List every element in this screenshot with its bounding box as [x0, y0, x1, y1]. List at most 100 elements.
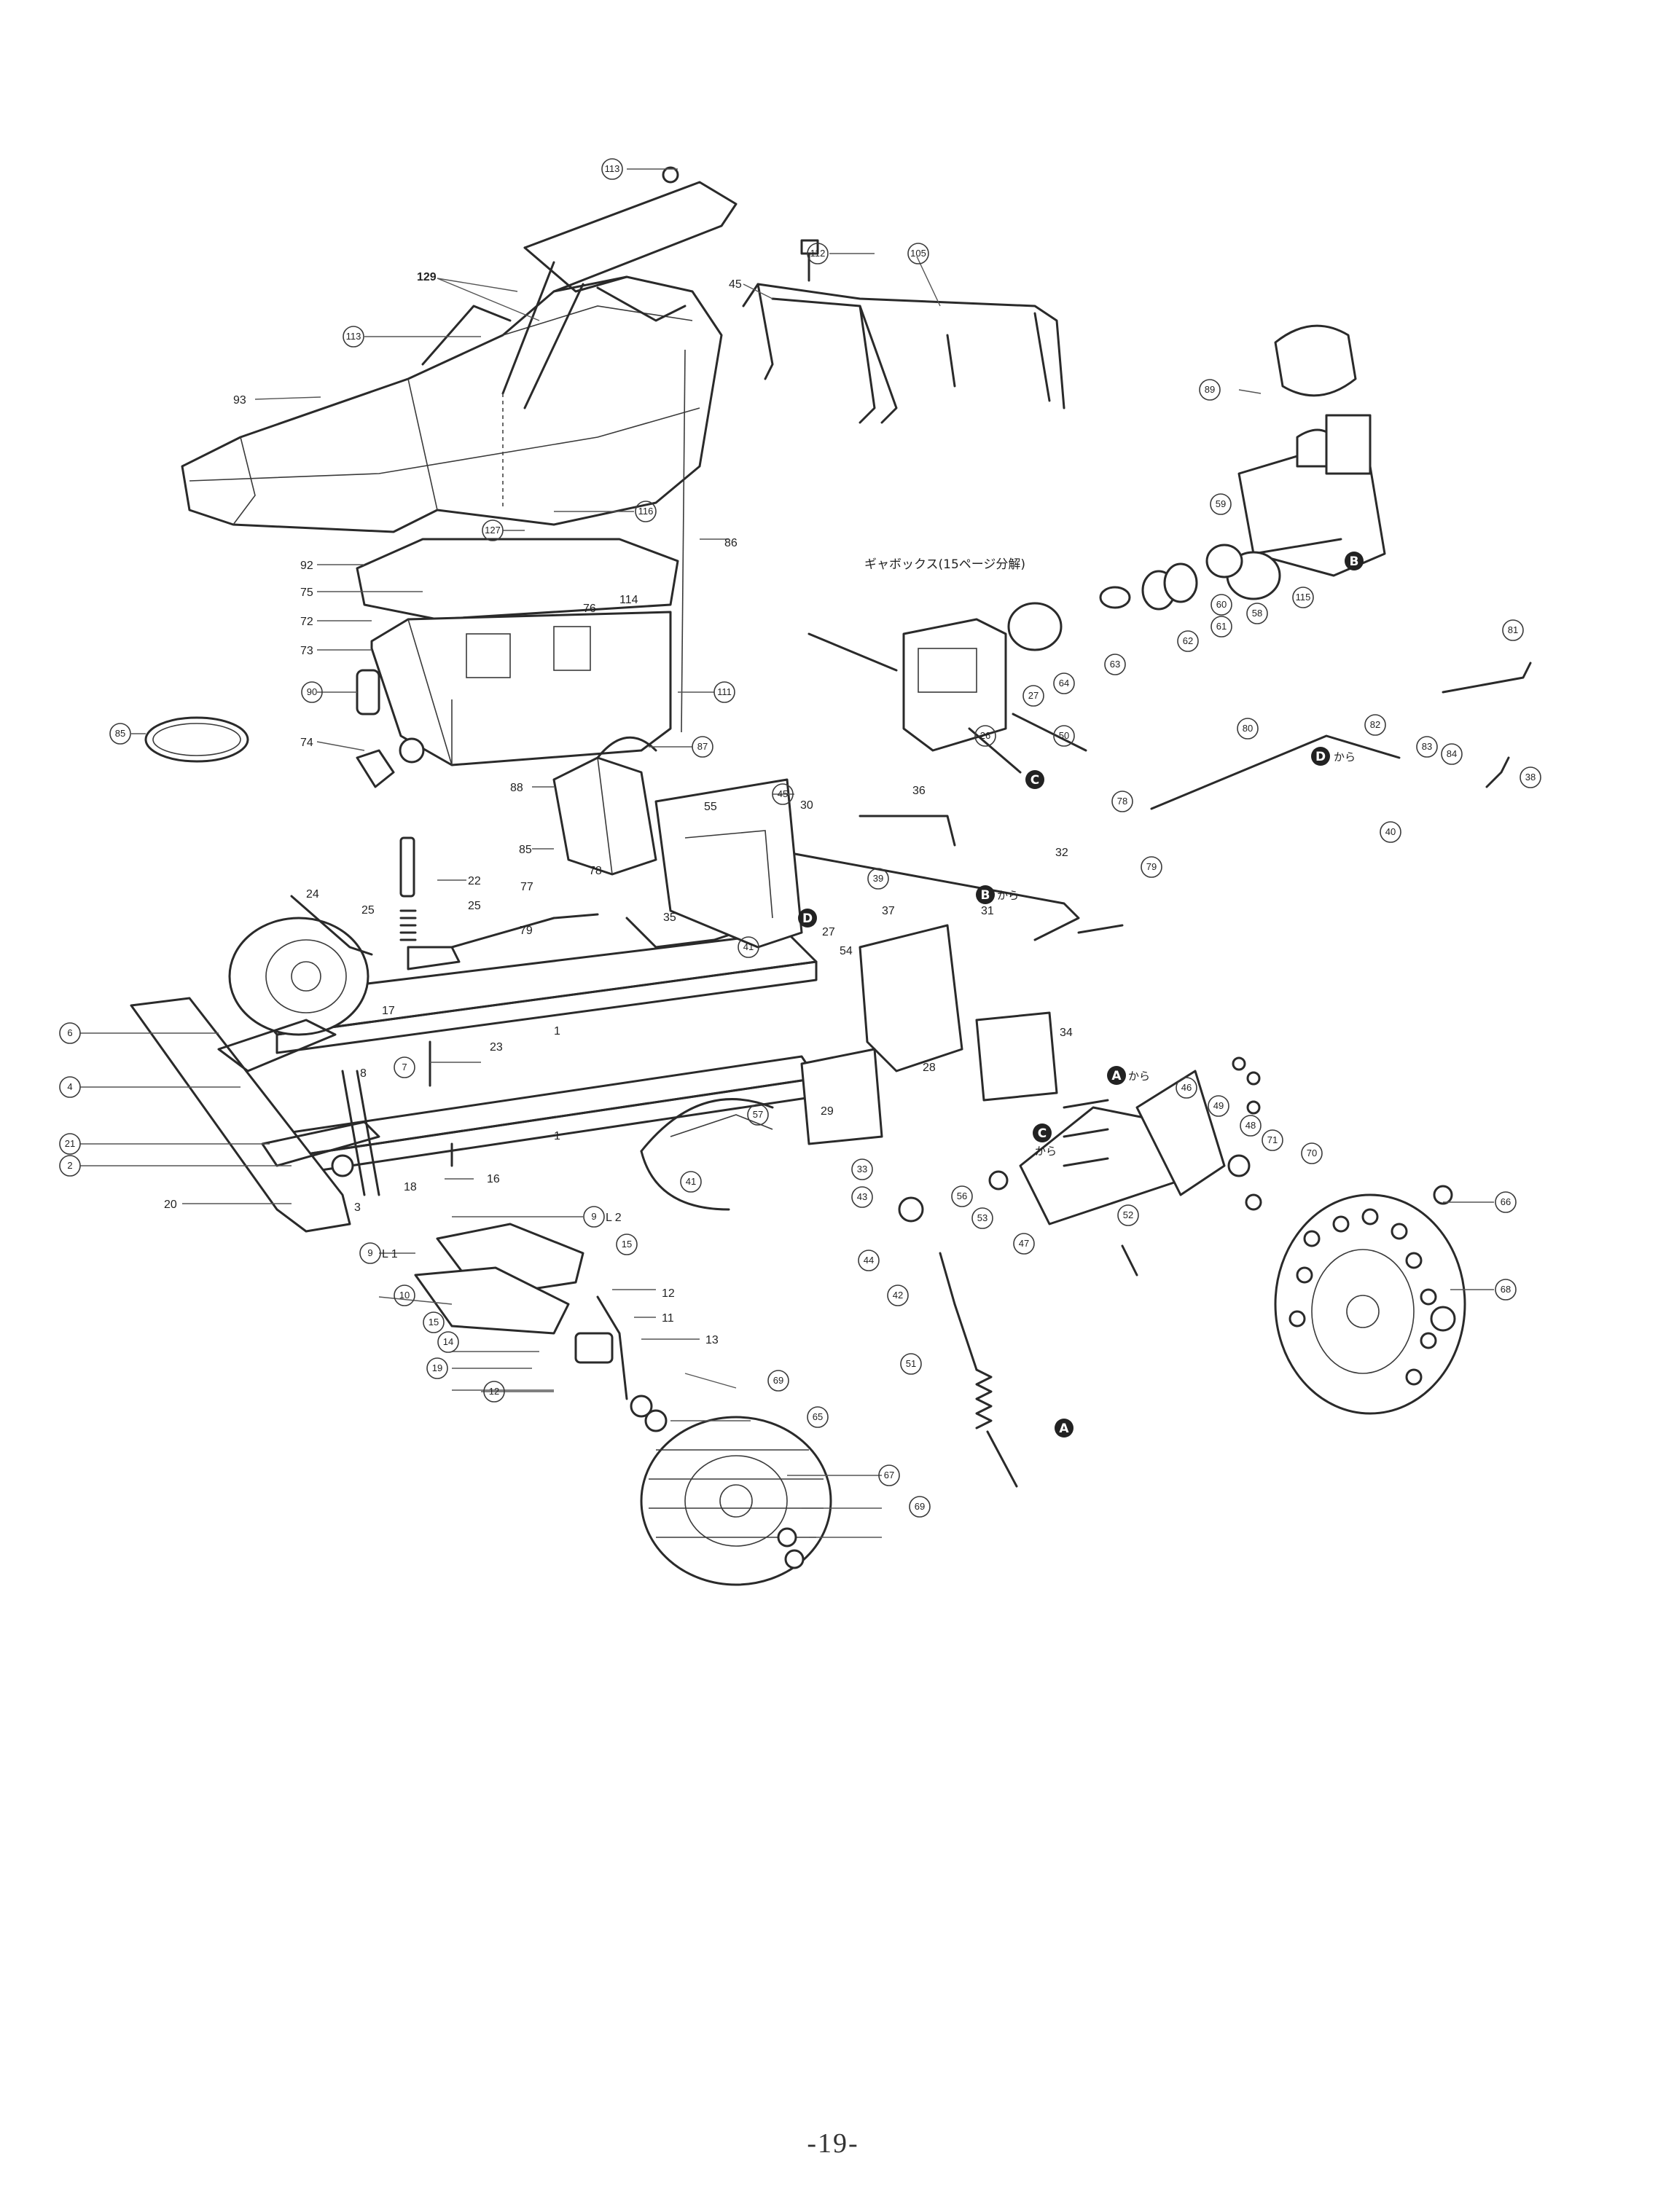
label-1-upper: 1 — [554, 1025, 560, 1038]
callout-89: 89 — [1199, 379, 1221, 401]
label-31: 31 — [981, 905, 994, 917]
roll-cage-top — [421, 181, 738, 409]
rear-lower-plate — [800, 1048, 883, 1145]
label-25-right: 25 — [468, 900, 481, 912]
label-76: 76 — [583, 603, 596, 615]
svg-text:19: 19 — [432, 1362, 442, 1373]
callout-39: 39 — [867, 868, 889, 890]
callout-61: 61 — [1211, 616, 1232, 638]
svg-text:113: 113 — [346, 331, 361, 342]
svg-text:65: 65 — [813, 1411, 823, 1422]
callout-66: 66 — [1495, 1191, 1517, 1213]
callout-46: 46 — [1176, 1077, 1197, 1099]
label-74: 74 — [300, 737, 313, 749]
svg-text:44: 44 — [864, 1255, 874, 1266]
label-72: 72 — [300, 616, 313, 628]
marker-d-chassis: D — [798, 909, 817, 927]
callout-53: 53 — [971, 1207, 993, 1229]
svg-text:51: 51 — [906, 1358, 916, 1369]
fasteners — [429, 166, 1453, 1569]
callout-111: 111 — [713, 681, 735, 703]
svg-text:45: 45 — [778, 788, 788, 799]
callout-67: 67 — [878, 1464, 900, 1486]
svg-text:14: 14 — [443, 1336, 453, 1347]
callout-2: 2 — [59, 1155, 81, 1177]
svg-text:69: 69 — [915, 1501, 925, 1512]
marker-b-chassis: B から — [976, 885, 1019, 904]
callout-40: 40 — [1380, 821, 1401, 843]
svg-text:2: 2 — [67, 1160, 72, 1171]
svg-text:52: 52 — [1123, 1209, 1133, 1220]
callout-12-lower: 12 — [483, 1381, 505, 1403]
callout-56: 56 — [951, 1185, 973, 1207]
svg-text:46: 46 — [1181, 1082, 1192, 1093]
callout-51: 51 — [900, 1353, 922, 1375]
gearbox-reference-note: ギャボックス(15ページ分解) — [864, 557, 1025, 572]
svg-text:113: 113 — [605, 163, 620, 174]
label-9L1-suffix: L 1 — [382, 1248, 398, 1260]
label-8: 8 — [360, 1067, 367, 1080]
rear-plate-left — [859, 924, 963, 1072]
switch — [356, 669, 380, 715]
callout-41-frame: 41 — [738, 936, 759, 958]
svg-text:47: 47 — [1019, 1238, 1029, 1249]
callout-57: 57 — [747, 1104, 769, 1126]
callout-47: 47 — [1013, 1233, 1035, 1255]
callout-7: 7 — [394, 1056, 415, 1078]
label-16: 16 — [487, 1173, 500, 1185]
engine-mount-bulkhead — [654, 778, 803, 949]
svg-text:61: 61 — [1216, 621, 1227, 632]
label-27-mid: 27 — [822, 926, 835, 938]
throttle-rod — [1150, 734, 1401, 810]
svg-text:59: 59 — [1216, 498, 1226, 509]
marker-d-throttle: D から — [1311, 747, 1356, 766]
letter-markers: B C D から D B から A から C から A — [798, 552, 1364, 1438]
body-shell — [181, 275, 723, 533]
svg-text:A: A — [1111, 1069, 1122, 1083]
label-93: 93 — [233, 394, 246, 407]
callout-19: 19 — [426, 1357, 448, 1379]
label-55: 55 — [704, 801, 717, 813]
svg-text:から: から — [1128, 1070, 1150, 1083]
svg-text:90: 90 — [307, 686, 317, 697]
svg-text:71: 71 — [1267, 1134, 1278, 1145]
svg-text:C: C — [1038, 1126, 1047, 1141]
label-34: 34 — [1060, 1027, 1073, 1039]
callout-49: 49 — [1208, 1095, 1229, 1117]
svg-text:A: A — [1059, 1421, 1069, 1436]
svg-text:60: 60 — [1216, 599, 1227, 610]
label-129: 129 — [417, 271, 437, 283]
label-30: 30 — [800, 799, 813, 812]
label-86: 86 — [724, 537, 738, 549]
callout-15-upper: 15 — [616, 1234, 638, 1255]
engine — [1237, 324, 1386, 577]
callout-42: 42 — [887, 1285, 909, 1306]
callout-44: 44 — [858, 1250, 880, 1271]
svg-text:50: 50 — [1059, 730, 1069, 741]
svg-text:116: 116 — [638, 506, 654, 517]
svg-text:66: 66 — [1501, 1196, 1511, 1207]
front-left-wheel — [228, 917, 369, 1036]
label-17: 17 — [382, 1005, 395, 1017]
svg-text:112: 112 — [810, 248, 826, 259]
svg-text:7: 7 — [402, 1062, 407, 1072]
callout-4: 4 — [59, 1076, 81, 1098]
label-9L2-suffix: L 2 — [606, 1212, 622, 1224]
callout-90: 90 — [301, 681, 323, 703]
label-79-left: 79 — [520, 925, 533, 937]
callout-26: 26 — [974, 725, 996, 747]
svg-text:42: 42 — [893, 1290, 903, 1301]
label-54: 54 — [840, 945, 853, 957]
svg-text:D: D — [1315, 750, 1326, 764]
label-114: 114 — [619, 594, 638, 606]
svg-text:9: 9 — [367, 1247, 372, 1258]
svg-text:87: 87 — [697, 741, 708, 752]
callout-48: 48 — [1240, 1115, 1262, 1137]
label-3: 3 — [354, 1201, 361, 1214]
label-20: 20 — [164, 1199, 177, 1211]
svg-text:57: 57 — [753, 1109, 763, 1120]
callout-9L2: 9 — [583, 1206, 605, 1228]
label-78-left: 78 — [589, 865, 602, 877]
label-13: 13 — [705, 1334, 719, 1346]
callout-68: 68 — [1495, 1279, 1517, 1301]
